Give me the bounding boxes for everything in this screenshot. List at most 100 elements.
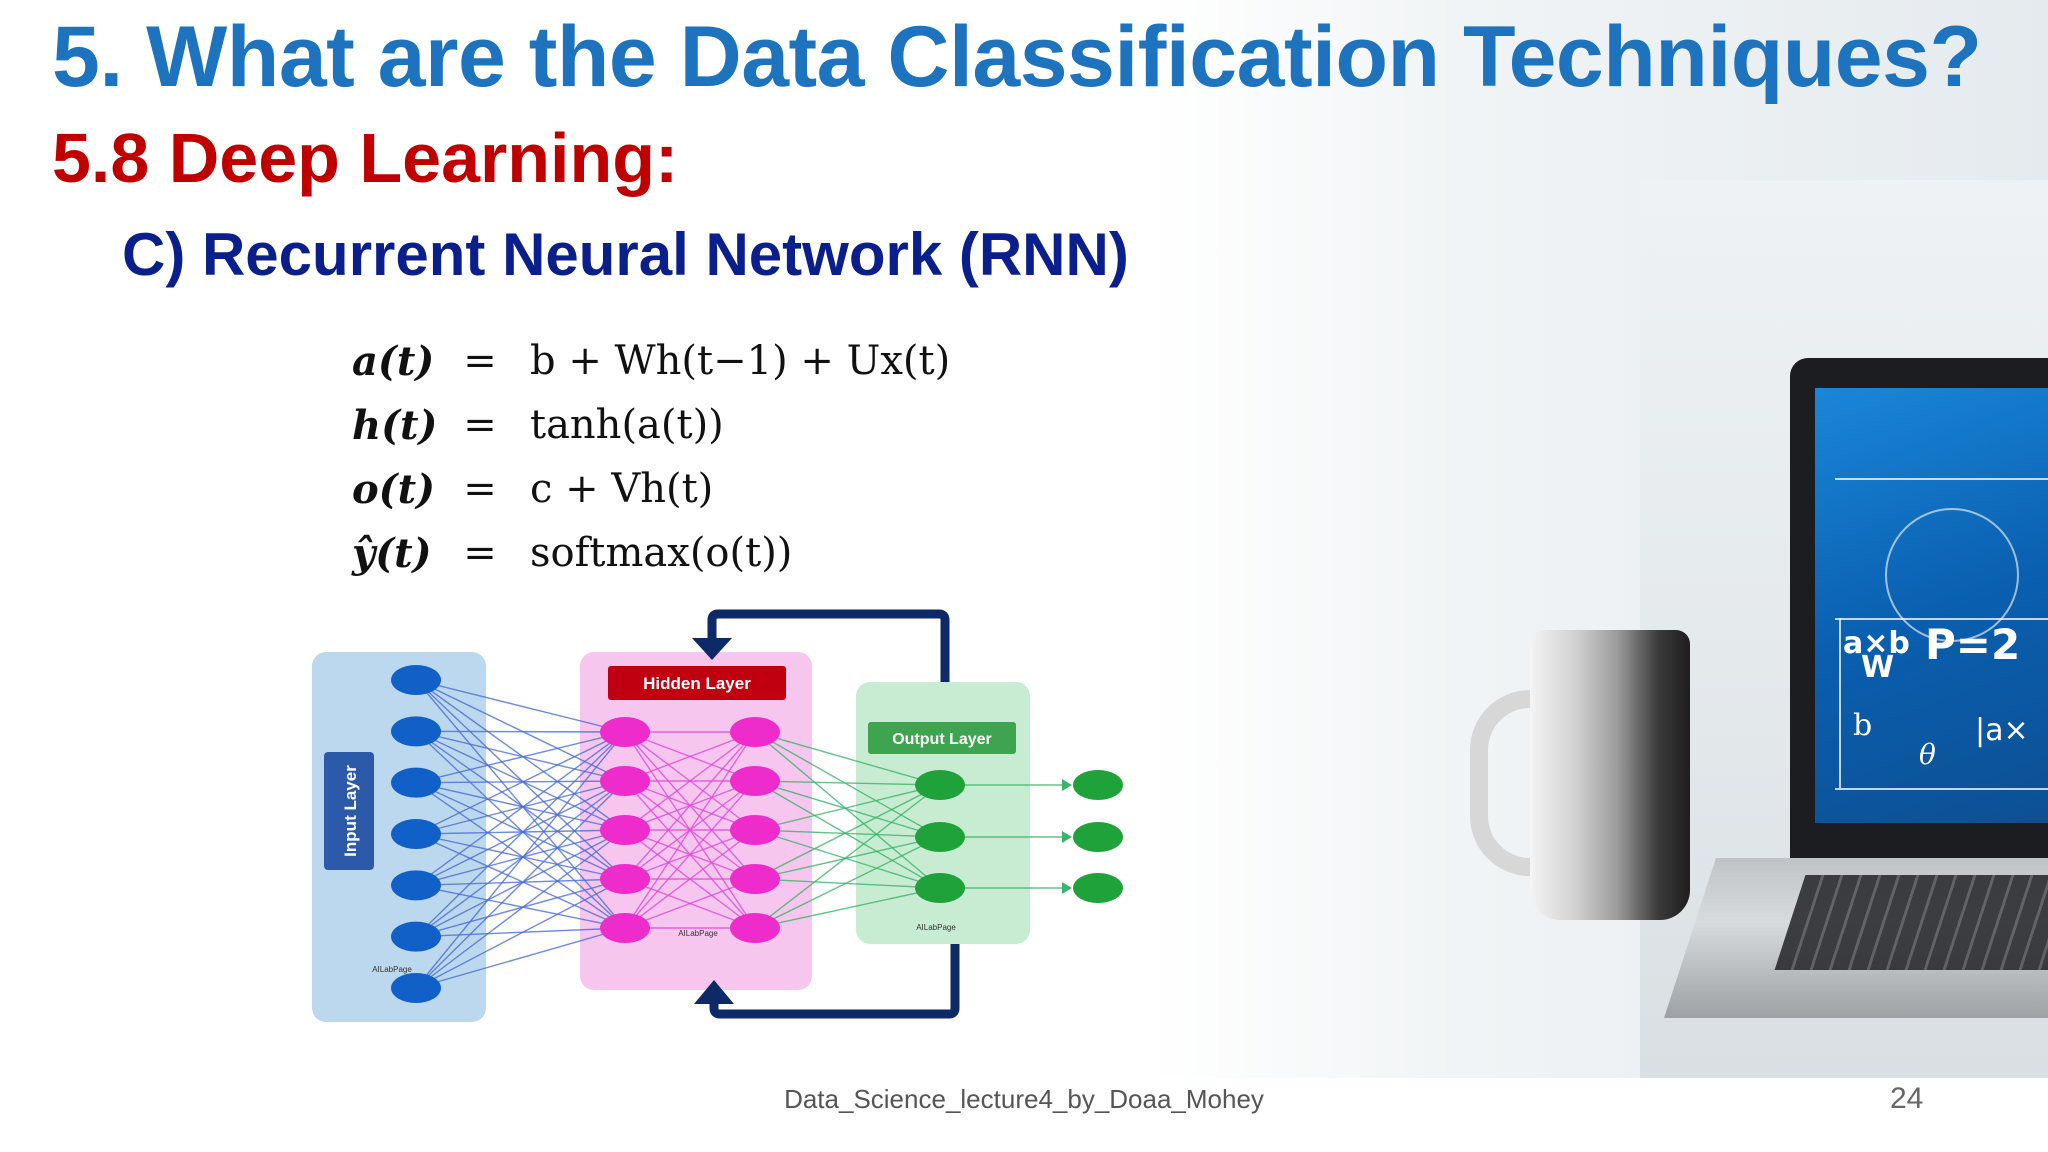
- input-hidden-edge: [415, 780, 626, 938]
- equation-rhs: c + Vh(t): [530, 466, 714, 512]
- hidden-output-edge: [754, 731, 941, 838]
- input-hidden-edge: [415, 679, 626, 831]
- input-hidden-edge: [415, 731, 626, 938]
- input-hidden-edge: [415, 782, 626, 880]
- screen-text: a×b: [1843, 626, 1910, 661]
- input-hidden-edge: [415, 679, 626, 929]
- input-hidden-edge: [415, 829, 626, 835]
- hidden-layer-label-box: [608, 666, 786, 700]
- hidden-hidden-edge: [624, 731, 756, 929]
- equation-equals: =: [463, 338, 497, 384]
- footer-text: Data_Science_lecture4_by_Doaa_Mohey: [784, 1084, 1264, 1114]
- watermark-output: AILabPage: [916, 923, 956, 932]
- recurrent-arrowhead-bottom: [694, 980, 734, 1004]
- input-hidden-edge: [415, 679, 626, 880]
- input-hidden-edge: [415, 780, 626, 886]
- output-arrow-head: [1062, 779, 1072, 791]
- hidden-output-edge: [754, 780, 941, 786]
- input-hidden-edge: [415, 679, 626, 733]
- hidden-hidden-edge: [624, 731, 756, 831]
- input-hidden-edge: [415, 829, 626, 938]
- slide-title: 5. What are the Data Classification Tech…: [52, 9, 1982, 105]
- hidden-output-edge: [754, 784, 941, 831]
- recurrent-arrowhead-top: [692, 638, 732, 660]
- output-arrow-head: [1062, 882, 1072, 894]
- hidden-node: [730, 815, 780, 845]
- mug-image: [1530, 630, 1690, 920]
- equation-rhs: b + Wh(t−1) + Ux(t): [530, 338, 951, 384]
- input-layer-label: Input Layer: [341, 765, 360, 857]
- input-hidden-edge: [415, 730, 626, 831]
- hidden-output-edge: [754, 878, 941, 889]
- hidden-hidden-edge: [624, 878, 756, 929]
- output-node: [915, 873, 965, 903]
- input-node: [391, 716, 441, 747]
- page-number: 24: [1890, 1082, 1924, 1115]
- hidden-node: [730, 913, 780, 943]
- hidden-node: [600, 913, 650, 943]
- hidden-layer-label: Hidden Layer: [643, 674, 751, 693]
- input-node: [391, 665, 441, 695]
- hidden-output-edge: [754, 731, 941, 889]
- output-layer-label: Output Layer: [892, 731, 992, 748]
- input-hidden-edge: [415, 731, 626, 989]
- equation-lhs: ŷ(t): [352, 530, 432, 577]
- hidden-node: [730, 717, 780, 747]
- input-node: [391, 870, 441, 901]
- section-heading: C) Recurrent Neural Network (RNN): [122, 221, 1129, 288]
- input-hidden-edge: [415, 927, 626, 938]
- input-node: [391, 767, 441, 798]
- hidden-output-edge: [754, 731, 941, 786]
- recurrent-arrow-top: [707, 609, 950, 682]
- equation-equals: =: [463, 402, 497, 448]
- input-hidden-edge: [415, 884, 626, 929]
- slide-subtitle: 5.8 Deep Learning:: [52, 119, 679, 197]
- recurrent-arrow-bottom: [709, 944, 960, 1019]
- input-hidden-edge: [415, 731, 626, 784]
- input-node: [391, 921, 441, 952]
- equation-lhs: a(t): [352, 338, 435, 385]
- hidden-output-edge: [754, 829, 941, 889]
- output-layer-label-box: [868, 722, 1016, 754]
- input-hidden-edge: [415, 829, 626, 989]
- equation-rhs: softmax(o(t)): [530, 530, 793, 576]
- screen-text: b: [1853, 708, 1873, 743]
- output-node: [915, 822, 965, 852]
- hidden-hidden-edge: [624, 829, 756, 929]
- input-layer-label-box: [324, 752, 374, 870]
- hidden-output-edge: [754, 784, 941, 880]
- equation-equals: =: [463, 466, 497, 512]
- equation-rhs: tanh(a(t)): [530, 402, 724, 448]
- input-hidden-edge: [415, 731, 626, 886]
- input-node: [391, 819, 441, 849]
- input-hidden-edge: [415, 833, 626, 929]
- hidden-node: [600, 766, 650, 796]
- hidden-output-edge: [754, 887, 941, 929]
- input-hidden-edge: [415, 782, 626, 929]
- keyboard-image: [1774, 875, 2048, 970]
- input-hidden-edge: [415, 730, 626, 733]
- hidden-output-edge: [754, 836, 941, 929]
- equation-lhs: o(t): [352, 466, 436, 513]
- hidden-hidden-edge: [624, 780, 756, 929]
- hidden-node: [600, 815, 650, 845]
- equation-lhs: h(t): [352, 402, 438, 449]
- input-hidden-edge: [415, 927, 626, 989]
- output-arrow-head: [1062, 831, 1072, 843]
- input-hidden-edge: [415, 731, 626, 835]
- hidden-output-edge: [754, 829, 941, 838]
- hidden-node: [730, 766, 780, 796]
- input-hidden-edge: [415, 730, 626, 929]
- output-layer-panel: [856, 682, 1030, 944]
- hidden-node: [730, 864, 780, 894]
- final-output-node: [1073, 873, 1123, 903]
- hidden-output-edge: [754, 780, 941, 838]
- hidden-output-edge: [754, 780, 941, 889]
- input-hidden-edge: [415, 730, 626, 782]
- input-hidden-edge: [415, 878, 626, 887]
- watermark-hidden: AILabPage: [678, 929, 718, 938]
- hidden-hidden-edge: [624, 731, 756, 782]
- input-hidden-edge: [415, 878, 626, 938]
- input-hidden-edge: [415, 829, 626, 887]
